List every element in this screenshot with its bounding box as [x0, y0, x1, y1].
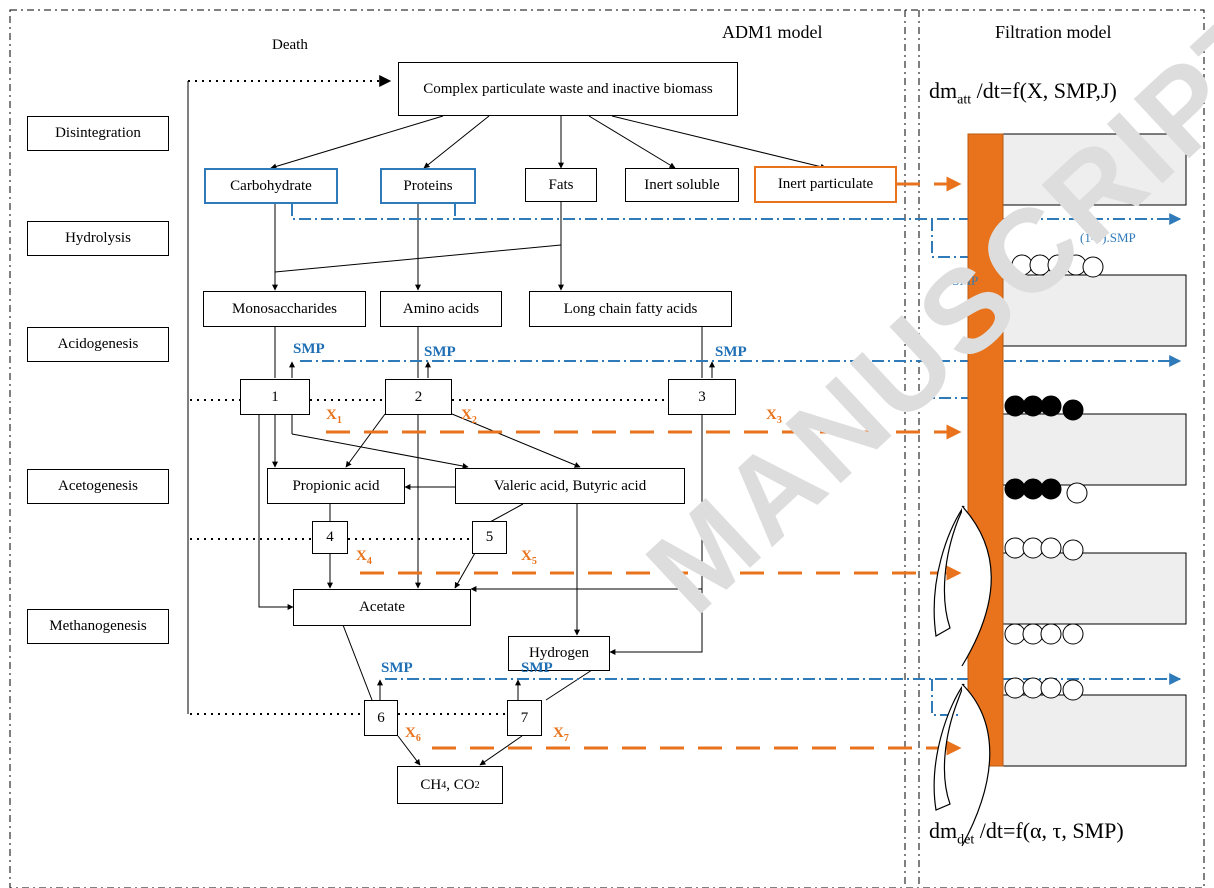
- node-carbohydrate: Carbohydrate: [204, 168, 338, 204]
- att-sub: att: [957, 92, 972, 108]
- smp-label-3: SMP: [715, 344, 747, 360]
- x7-letter: X: [553, 725, 564, 741]
- stage-acidogenesis: Acidogenesis: [27, 327, 169, 362]
- particles-open: [1004, 254, 1104, 701]
- det-dm: dm: [929, 818, 958, 843]
- det-rest: /dt=f(α, τ, SMP): [974, 818, 1124, 843]
- process-box-7: 7: [507, 700, 542, 736]
- x-label-2: X2: [461, 407, 477, 426]
- ch4-sub: 4: [441, 779, 447, 791]
- stage-acetogenesis: Acetogenesis: [27, 469, 169, 504]
- x3-letter: X: [766, 407, 777, 423]
- node-inert-soluble: Inert soluble: [625, 168, 739, 202]
- frame-lines: [9, 9, 1205, 888]
- x-label-6: X6: [405, 725, 421, 744]
- x5-sub: 5: [531, 556, 537, 567]
- x1-letter: X: [326, 407, 337, 423]
- node-long-chain-fatty-acids: Long chain fatty acids: [529, 291, 732, 327]
- x4-letter: X: [356, 548, 367, 564]
- attachment-equation: dmatt /dt=f(X, SMP,J): [929, 78, 1117, 108]
- node-complex-particulate: Complex particulate waste and inactive b…: [398, 62, 738, 116]
- process-box-4: 4: [312, 521, 348, 554]
- att-dm: dm: [929, 78, 958, 103]
- smp-short-ticks: [289, 361, 715, 700]
- node-hydrogen: Hydrogen: [508, 636, 610, 671]
- filtration-model-title: Filtration model: [995, 22, 1112, 42]
- x-label-1: X1: [326, 407, 342, 426]
- node-valeric-butyric-acid: Valeric acid, Butyric acid: [455, 468, 685, 504]
- det-sub: det: [957, 832, 975, 848]
- smp-one-minus-sigma: (1-σ).SMP: [1080, 230, 1136, 245]
- death-label: Death: [272, 37, 308, 53]
- membrane-bar: [967, 133, 1004, 767]
- adm1-model-title: ADM1 model: [722, 22, 823, 42]
- x-label-4: X4: [356, 548, 372, 567]
- x5-letter: X: [521, 548, 532, 564]
- node-inert-particulate: Inert particulate: [754, 166, 897, 203]
- node-propionic-acid: Propionic acid: [267, 468, 405, 504]
- process-box-2: 2: [385, 379, 452, 415]
- biomass-lines: [326, 176, 962, 756]
- stage-disintegration: Disintegration: [27, 116, 169, 151]
- x1-sub: 1: [336, 415, 342, 426]
- node-proteins: Proteins: [380, 168, 476, 204]
- x6-sub: 6: [415, 733, 421, 744]
- x-label-7: X7: [553, 725, 569, 744]
- node-amino-acids: Amino acids: [380, 291, 502, 327]
- ch4-text: CH: [420, 776, 442, 793]
- x7-sub: 7: [563, 733, 569, 744]
- detachment-arrows: [933, 505, 992, 847]
- smp-label-5: SMP: [521, 660, 553, 676]
- process-box-3: 3: [668, 379, 736, 415]
- stage-hydrolysis: Hydrolysis: [27, 221, 169, 256]
- smp-sigma: σ.SMP: [942, 273, 979, 288]
- process-arrows: [258, 115, 827, 766]
- node-fats: Fats: [525, 168, 597, 202]
- x6-letter: X: [405, 725, 416, 741]
- smp-label-4: SMP: [381, 660, 413, 676]
- particles-filled: [1004, 395, 1084, 500]
- node-monosaccharides: Monosaccharides: [203, 291, 366, 327]
- co2-sub: 2: [474, 779, 480, 791]
- att-rest: /dt=f(X, SMP,J): [971, 78, 1117, 103]
- membrane-pores: [1002, 133, 1187, 767]
- stage-methanogenesis: Methanogenesis: [27, 609, 169, 644]
- co2-text: , CO: [446, 776, 475, 793]
- x-label-3: X3: [766, 407, 782, 426]
- x2-letter: X: [461, 407, 472, 423]
- x-label-5: X5: [521, 548, 537, 567]
- process-box-5: 5: [472, 521, 507, 554]
- death-lines: [188, 75, 668, 715]
- process-box-6: 6: [364, 700, 398, 736]
- node-acetate: Acetate: [293, 589, 471, 626]
- smp-label-2: SMP: [424, 344, 456, 360]
- detachment-equation: dmdet /dt=f(α, τ, SMP): [929, 818, 1124, 848]
- process-box-1: 1: [240, 379, 310, 415]
- x3-sub: 3: [776, 415, 782, 426]
- x2-sub: 2: [471, 415, 477, 426]
- x4-sub: 4: [366, 556, 372, 567]
- smp-label-1: SMP: [293, 341, 325, 357]
